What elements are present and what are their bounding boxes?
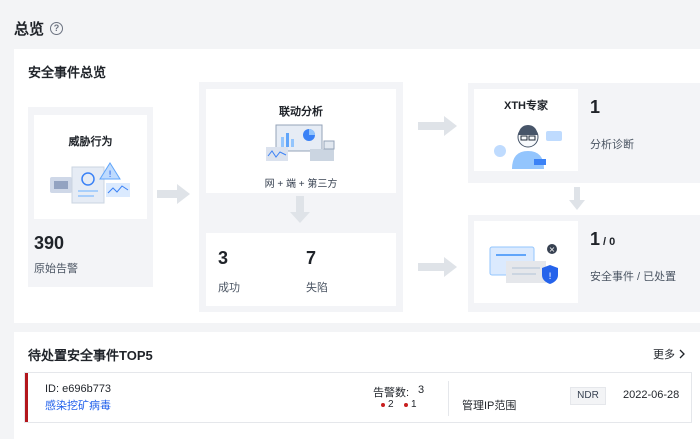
chevron-right-icon xyxy=(679,349,685,359)
pending-events-title: 待处置安全事件TOP5 xyxy=(28,348,153,363)
svg-text:!: ! xyxy=(548,272,552,282)
event-row[interactable]: ID: e696b773 感染挖矿病毒 告警数: 3 2 1 ▔▔▔▔▔▔▔ 管… xyxy=(24,372,692,423)
severity-high-count: 2 xyxy=(388,399,394,410)
security-overview-card: 安全事件总览 威胁行为 ! 390 原始告警 联动 xyxy=(14,49,700,323)
page-title: 总览 ? xyxy=(14,18,64,39)
severity-dot-icon xyxy=(381,402,385,407)
arrow-down-icon xyxy=(569,187,585,210)
expert-avatar-icon xyxy=(494,125,562,169)
incident-count: 1 xyxy=(590,229,601,249)
threat-count-label: 原始告警 xyxy=(34,263,78,275)
mgmt-ip-label: 管理IP范围 xyxy=(462,400,517,412)
svg-text:×: × xyxy=(549,245,556,254)
threat-count: 390 xyxy=(34,233,65,253)
incident-count-label: 安全事件 / 已处置 xyxy=(590,271,677,283)
fail-label: 失陷 xyxy=(306,282,328,294)
linkage-panel: 联动分析 网 + 端 + 第三方 3 成功 7 失陷 xyxy=(199,82,403,312)
alarm-label: 告警数: xyxy=(373,387,410,399)
event-date: 2022-06-28 xyxy=(623,389,680,401)
fail-count: 7 xyxy=(306,248,317,268)
expert-label: XTH专家 xyxy=(504,100,548,112)
success-label: 成功 xyxy=(218,282,240,294)
linkage-inner[interactable]: 联动分析 网 + 端 + 第三方 xyxy=(206,89,396,193)
arrow-down-icon xyxy=(290,196,310,223)
arrow-right-icon xyxy=(157,184,190,204)
divider xyxy=(448,381,449,416)
arrow-right-icon xyxy=(418,116,457,136)
incidents-inner[interactable]: × ! xyxy=(474,221,578,303)
severity-bar xyxy=(25,373,28,422)
overview-title: 安全事件总览 xyxy=(28,65,107,80)
expert-count: 1 xyxy=(590,97,601,117)
severity-dot-icon xyxy=(404,402,408,407)
pending-events-card: 待处置安全事件TOP5 更多 ID: e696b773 感染挖矿病毒 告警数: … xyxy=(14,332,700,439)
severity-high: 2 xyxy=(381,399,394,410)
linkage-result-inner: 3 成功 7 失陷 xyxy=(206,233,396,306)
mgmt-ip-clipped: ▔▔▔▔▔▔▔ xyxy=(462,380,522,387)
linkage-illustration-icon xyxy=(266,124,335,161)
expert-panel: XTH专家 1 分析诊断 xyxy=(468,83,700,183)
event-name-link[interactable]: 感染挖矿病毒 xyxy=(45,400,111,412)
incident-alert-icon: × ! xyxy=(489,244,558,284)
incident-count-group: 1 / 0 xyxy=(590,229,615,250)
alarm-count: 3 xyxy=(418,384,425,396)
linkage-caption: 网 + 端 + 第三方 xyxy=(264,179,338,190)
arrow-right-icon xyxy=(418,257,457,277)
severity-mid-count: 1 xyxy=(411,399,417,410)
threat-panel: 威胁行为 ! 390 原始告警 xyxy=(28,107,153,287)
expert-count-label: 分析诊断 xyxy=(590,139,634,151)
success-count: 3 xyxy=(218,248,229,268)
threat-inner[interactable]: 威胁行为 ! xyxy=(34,115,147,219)
svg-text:!: ! xyxy=(108,170,112,180)
page-title-text: 总览 xyxy=(14,21,45,38)
help-icon[interactable]: ? xyxy=(50,22,64,35)
source-badge: NDR xyxy=(570,387,606,405)
threat-illustration-icon: ! xyxy=(50,162,130,204)
incidents-panel: × ! 1 / 0 安全事件 / 已处置 xyxy=(468,215,700,312)
expert-inner[interactable]: XTH专家 xyxy=(474,89,578,171)
linkage-label: 联动分析 xyxy=(279,106,323,118)
more-link[interactable]: 更多 xyxy=(653,346,686,362)
severity-mid: 1 xyxy=(404,399,417,410)
incident-handled: / 0 xyxy=(603,236,616,248)
more-label: 更多 xyxy=(653,349,675,361)
threat-label: 威胁行为 xyxy=(68,136,113,148)
event-id: ID: e696b773 xyxy=(45,383,112,395)
